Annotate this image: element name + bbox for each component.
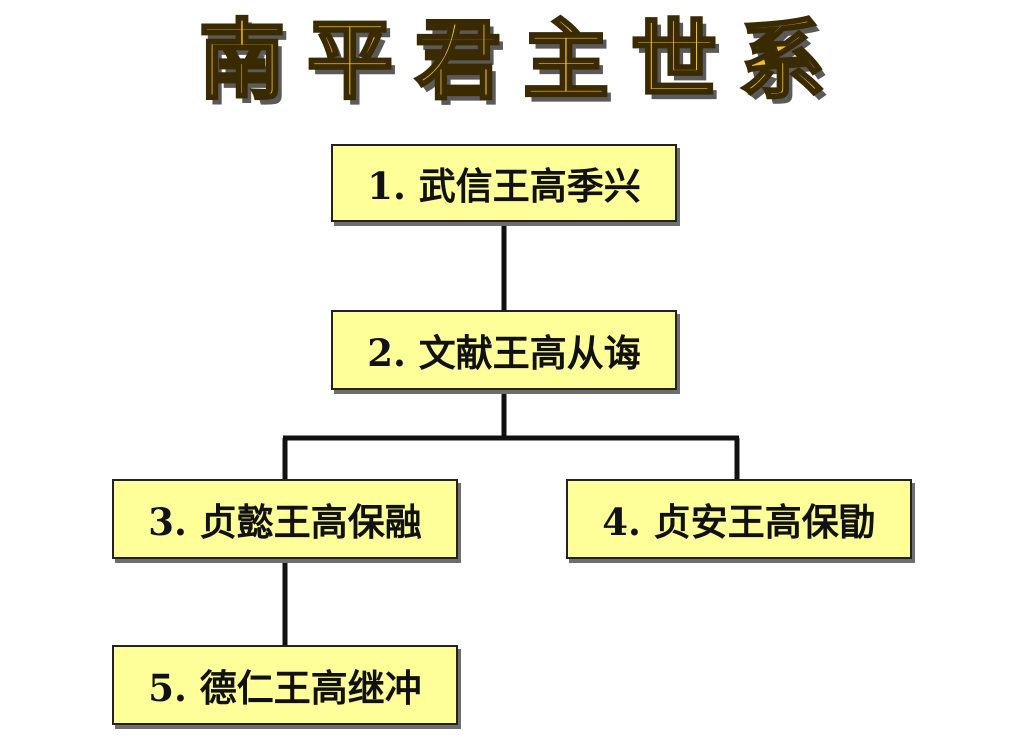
node-gao-jichong: 5. 德仁王高继冲 [112, 645, 458, 725]
node-gao-baoxu: 4. 贞安王高保勖 [566, 479, 912, 559]
diagram-title: 南平君主世系 [198, 10, 847, 113]
node-gao-conghui: 2. 文献王高从诲 [331, 310, 677, 390]
node-gao-baorong: 3. 贞懿王高保融 [112, 479, 458, 559]
node-gao-jixing: 1. 武信王高季兴 [331, 144, 677, 222]
